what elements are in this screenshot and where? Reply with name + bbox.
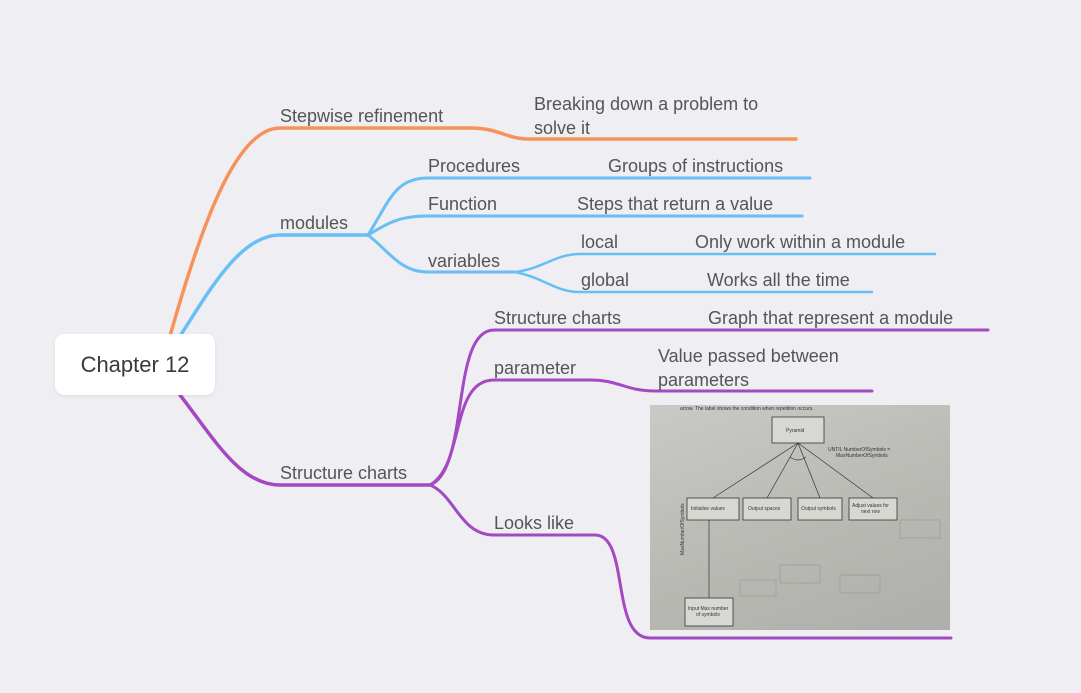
topic-function[interactable]: Function (428, 194, 498, 214)
photo-box-3-label: Output symbols (801, 506, 836, 512)
structure-chart-photo[interactable]: arrow. The label shows the condition whe… (650, 405, 950, 630)
topic-procedures[interactable]: Procedures (428, 156, 521, 176)
photo-box-4-label-line1: Adjust values for (852, 503, 889, 509)
connector-stepwise (168, 126, 798, 338)
photo-box-2-label: Output spaces (748, 506, 781, 512)
topic-structure-charts[interactable]: Structure charts (280, 463, 408, 483)
central-topic-label: Chapter 12 (80, 351, 190, 377)
topic-local-description[interactable]: Only work within a module (695, 232, 906, 252)
connector-procedures (366, 176, 812, 237)
connector-parameter (428, 378, 874, 487)
photo-until-line2: MaxNumberOfSymbols (836, 453, 888, 459)
topic-stepwise-description-line2[interactable]: solve it (534, 118, 591, 138)
topic-parameter-description-line1[interactable]: Value passed between (658, 346, 839, 366)
topic-stepwise-refinement[interactable]: Stepwise refinement (280, 106, 444, 126)
topic-modules[interactable]: modules (280, 213, 349, 233)
topic-stepwise-description-line1[interactable]: Breaking down a problem to (534, 94, 759, 114)
photo-until-line1: UNTIL NumberOfSymbols = (828, 447, 891, 453)
photo-input-label-line2: of symbols (696, 612, 720, 618)
topic-parameter[interactable]: parameter (494, 358, 577, 378)
photo-input-label-line1: Input Max number (688, 606, 729, 612)
topic-structure-charts-sub[interactable]: Structure charts (494, 308, 622, 328)
topic-function-description[interactable]: Steps that return a value (577, 194, 774, 214)
photo-vertical-label: MaxNumberOfSymbols (680, 503, 686, 555)
central-topic-chapter-12[interactable]: Chapter 12 (55, 334, 215, 395)
connector-variables (366, 233, 517, 274)
topic-variables[interactable]: variables (428, 251, 501, 271)
topic-procedures-description[interactable]: Groups of instructions (608, 156, 784, 176)
photo-top-box-label: Pyramid (786, 428, 805, 434)
topic-global-description[interactable]: Works all the time (707, 270, 850, 290)
connector-structure (178, 393, 432, 487)
topic-looks-like[interactable]: Looks like (494, 513, 575, 533)
connector-local (513, 252, 937, 274)
photo-box-4-label-line2: next row (861, 509, 880, 515)
topic-local[interactable]: local (581, 232, 619, 252)
connector-global (513, 270, 874, 294)
structure-chart-photo-drawing (684, 416, 941, 627)
topic-global[interactable]: global (581, 270, 630, 290)
connector-function (366, 214, 804, 237)
topic-structure-charts-description[interactable]: Graph that represent a module (708, 308, 954, 328)
connector-looks-like (428, 483, 953, 640)
photo-caption: arrow. The label shows the condition whe… (680, 406, 814, 412)
topic-parameter-description-line2[interactable]: parameters (658, 370, 750, 390)
photo-top-box (771, 416, 825, 444)
connector-modules (178, 233, 370, 338)
photo-input-box (684, 597, 734, 627)
photo-box-1-label: Initialise values (691, 506, 725, 512)
